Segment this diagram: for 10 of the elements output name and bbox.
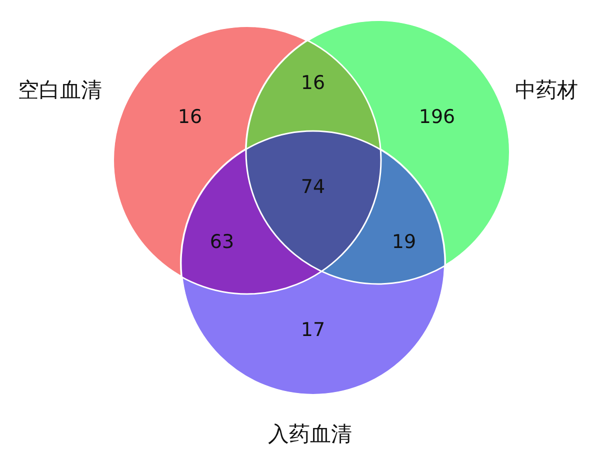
set-label: 空白血清 (18, 77, 102, 104)
set-label: 入药血清 (268, 421, 352, 448)
region-count: 16 (178, 106, 202, 128)
region-count: 17 (300, 319, 326, 341)
region-count: 63 (210, 231, 234, 253)
region-count: 16 (300, 72, 326, 94)
region-count: 19 (392, 231, 416, 253)
set-label: 中药材 (515, 77, 578, 104)
region-count: 196 (418, 106, 456, 128)
region-count: 74 (300, 176, 326, 198)
